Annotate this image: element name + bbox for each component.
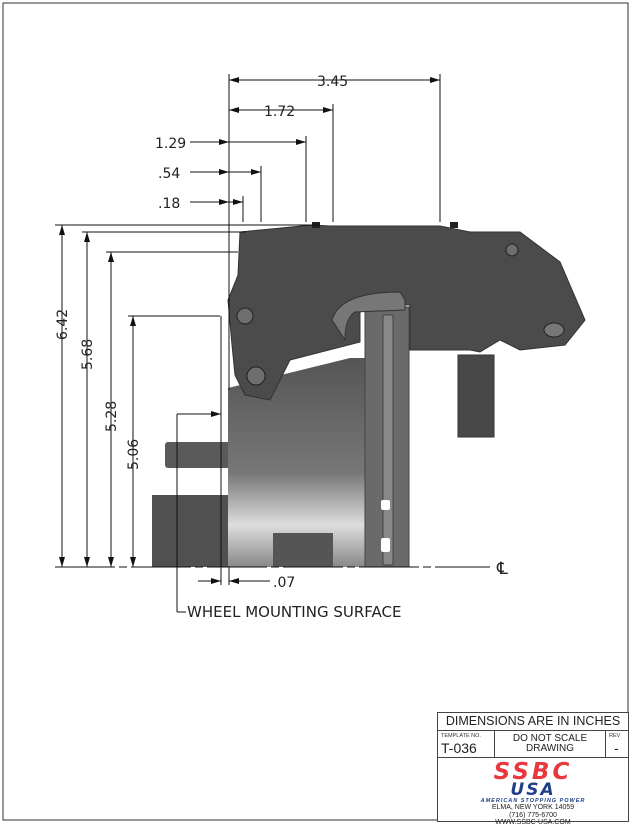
wheel-mounting-label: WHEEL MOUNTING SURFACE	[187, 603, 401, 621]
scale-note-1: DO NOT SCALE	[512, 733, 588, 744]
rotor	[228, 358, 380, 567]
caliper-body	[227, 224, 586, 401]
dim-5-68: 5.68	[80, 339, 96, 370]
dim-1-72: 1.72	[264, 104, 295, 120]
dim-0-07: .07	[273, 575, 295, 591]
scale-note-2: DRAWING	[526, 743, 574, 754]
hub-block	[152, 495, 230, 567]
dim-0-18: .18	[158, 196, 180, 212]
ssbc-logo: SSBC USA AMERICAN STOPPING POWER ELMA, N…	[438, 761, 628, 827]
dimension-labels: 3.45 1.72 1.29 .54 .18 6.42 5.68 5.28 5.…	[55, 74, 508, 621]
dim-6-42: 6.42	[55, 309, 71, 340]
template-label: TEMPLATE NO.	[441, 733, 481, 739]
dim-1-29: 1.29	[155, 136, 186, 152]
wheel-stud	[165, 442, 231, 468]
rev-label: REV	[609, 733, 621, 739]
hub-tab	[273, 533, 333, 567]
dim-0-54: .54	[158, 166, 180, 182]
rotor-vent	[382, 314, 394, 566]
dim-5-28: 5.28	[104, 401, 120, 432]
bridge	[331, 291, 406, 342]
template-number: T-036	[441, 740, 477, 756]
units-note: DIMENSIONS ARE IN INCHES	[438, 713, 628, 731]
dimension-lines	[55, 74, 490, 613]
phone: (716) 775-6700	[509, 811, 557, 819]
rev-value: -	[614, 740, 619, 756]
centerline-symbol: ℄	[496, 559, 508, 579]
title-block: DIMENSIONS ARE IN INCHES TEMPLATE NO. T-…	[437, 712, 629, 826]
caliper-drawing	[152, 222, 586, 568]
dim-3-45: 3.45	[317, 74, 348, 90]
dim-5-06: 5.06	[126, 439, 142, 470]
address: ELMA, NEW YORK 14059	[491, 804, 575, 811]
bleeder-bracket	[457, 354, 495, 438]
